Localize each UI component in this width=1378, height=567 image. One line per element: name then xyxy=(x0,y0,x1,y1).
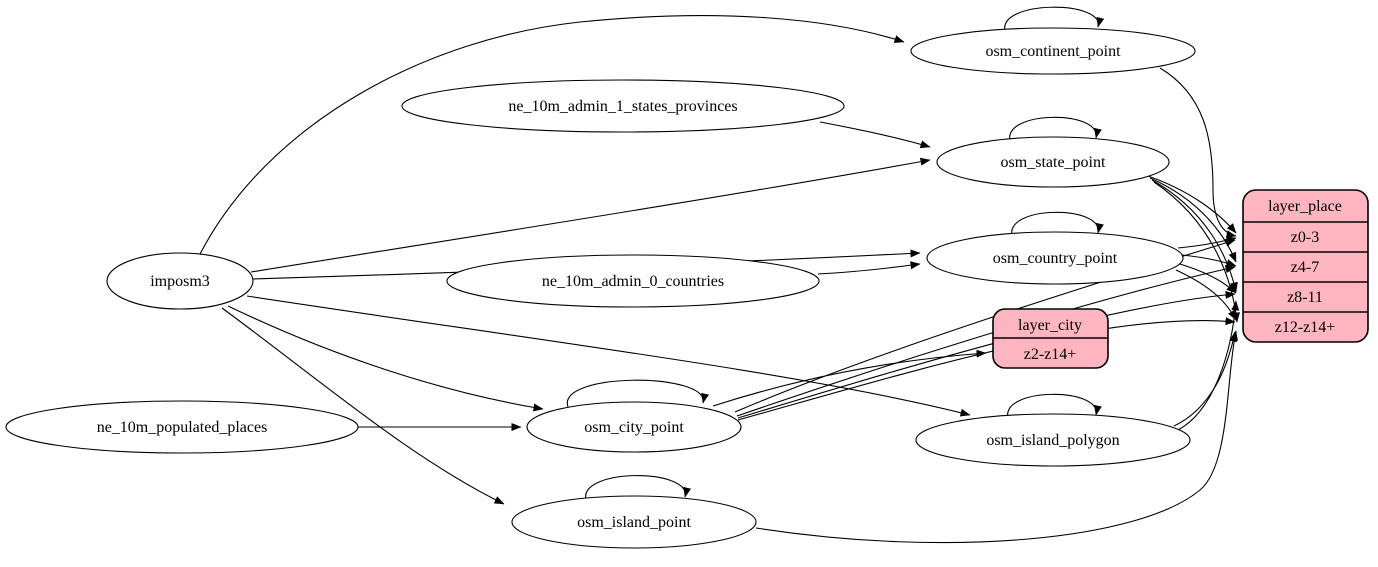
edge-imposm3-osm-continent-point xyxy=(199,15,905,255)
node-city-shape xyxy=(526,401,742,453)
edge-osm-island-polygon-z8-11 xyxy=(1177,300,1240,431)
node-ne-countries-shape xyxy=(446,254,820,308)
node-island-point-shape xyxy=(511,495,757,549)
node-osm-city-point: osm_city_point xyxy=(526,401,742,453)
selfloop-osm-island-point xyxy=(585,475,692,501)
node-imposm3-shape xyxy=(106,252,254,310)
record-layer-place-row-z0-3: z0-3 xyxy=(1291,229,1319,246)
node-osm-island-point: osm_island_point xyxy=(511,495,757,549)
edge-osm-continent-point-z0-3 xyxy=(1159,67,1237,239)
edge-osm-country-point-z0-3 xyxy=(1177,236,1237,249)
node-island-polygon-shape xyxy=(915,413,1191,467)
node-ne-places-shape xyxy=(5,400,359,454)
node-country-label: osm_country_point xyxy=(993,250,1118,267)
record-layer-city-header: layer_city xyxy=(1018,317,1082,334)
node-ne-10m-admin-0-countries: ne_10m_admin_0_countries xyxy=(446,254,820,308)
edge-osm-state-point-z4-7 xyxy=(1149,177,1237,263)
node-continent-shape xyxy=(910,27,1196,75)
selfloop-osm-state-point xyxy=(1009,116,1102,142)
record-layer-place-header: layer_place xyxy=(1268,198,1342,215)
record-layer-city-row-z2-z14: z2-z14+ xyxy=(1024,346,1077,363)
nodes: imposm3 ne_10m_admin_1_states_provinces … xyxy=(5,27,1196,549)
node-ne-10m-populated-places: ne_10m_populated_places xyxy=(5,400,359,454)
record-layer-place-row-z4-7: z4-7 xyxy=(1291,259,1319,276)
node-continent-label: osm_continent_point xyxy=(985,43,1121,60)
node-imposm3-label: imposm3 xyxy=(150,273,210,290)
selfloop-osm-island-polygon xyxy=(1007,393,1102,419)
node-island-point-label: osm_island_point xyxy=(577,514,691,531)
node-osm-continent-point: osm_continent_point xyxy=(910,27,1196,75)
edge-imposm3-osm-state-point xyxy=(250,157,931,273)
node-state-label: osm_state_point xyxy=(1001,154,1106,171)
node-imposm3: imposm3 xyxy=(106,252,254,310)
node-country-shape xyxy=(926,231,1184,285)
edge-imposm3-osm-island-point xyxy=(221,307,505,505)
node-ne-10m-admin-1-states-provinces: ne_10m_admin_1_states_provinces xyxy=(401,79,845,133)
edge-ne-states-osm-state-point xyxy=(819,121,931,149)
node-ne-places-label: ne_10m_populated_places xyxy=(97,419,268,436)
node-osm-state-point: osm_state_point xyxy=(936,136,1170,188)
edge-osm-country-point-z8-11 xyxy=(1179,263,1237,294)
selfloop-osm-city-point xyxy=(567,379,709,408)
node-osm-island-polygon: osm_island_polygon xyxy=(915,413,1191,467)
edge-imposm3-osm-island-polygon xyxy=(246,295,971,417)
node-city-label: osm_city_point xyxy=(584,419,684,436)
node-ne-countries-label: ne_10m_admin_0_countries xyxy=(542,273,724,290)
node-island-polygon-label: osm_island_polygon xyxy=(986,432,1119,449)
selfloop-osm-country-point xyxy=(1011,211,1104,237)
record-layer-place-row-z8-11: z8-11 xyxy=(1287,289,1323,306)
edge-osm-island-polygon-z12-z14 xyxy=(1173,331,1238,427)
selfloop-osm-continent-point xyxy=(1004,6,1105,32)
record-layer-place: layer_place z0-3 z4-7 z8-11 z12-z14+ xyxy=(1242,189,1369,343)
node-state-shape xyxy=(936,136,1170,188)
node-ne-states-label: ne_10m_admin_1_states_provinces xyxy=(508,98,737,115)
edge-osm-country-point-z4-7 xyxy=(1181,254,1237,267)
edge-imposm3-osm-city-point xyxy=(227,305,544,412)
record-layer-city: layer_city z2-z14+ xyxy=(992,308,1109,369)
node-osm-country-point: osm_country_point xyxy=(926,231,1184,285)
edge-osm-city-point-z4-7 xyxy=(736,265,1236,417)
edge-osm-city-point-z12-z14 xyxy=(737,317,1236,421)
edge-osm-island-point-z12-z14 xyxy=(755,330,1238,544)
record-layer-place-row-z12-z14: z12-z14+ xyxy=(1275,319,1336,336)
edges xyxy=(199,6,1240,544)
edge-ne-countries-osm-country-point xyxy=(817,261,921,275)
edge-osm-city-point-layer-city xyxy=(712,349,987,407)
edge-osm-state-point-z8-11 xyxy=(1151,179,1238,293)
node-ne-states-shape xyxy=(401,79,845,133)
record-layer-place-box xyxy=(1242,189,1369,343)
edge-osm-state-point-z0-3 xyxy=(1144,174,1237,234)
